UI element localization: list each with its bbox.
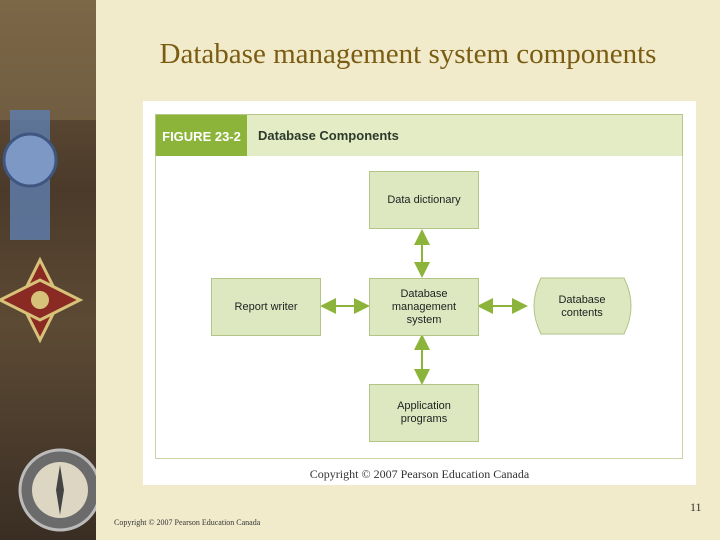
node-database-contents: Database contents [528, 278, 636, 336]
database-contents-shape [533, 277, 632, 335]
node-report-writer: Report writer [211, 278, 321, 336]
node-label: Database management system [391, 287, 457, 326]
figure-panel: FIGURE 23-2 Database Components Data dic… [143, 101, 696, 485]
node-label: Data dictionary [387, 193, 461, 206]
figure-title: Database Components [258, 128, 399, 143]
figure-copyright: Copyright © 2007 Pearson Education Canad… [309, 467, 530, 481]
node-label: Database contents [558, 294, 606, 319]
diagram-area: Data dictionary Database management syst… [155, 156, 683, 459]
footer-copyright: Copyright © 2007 Pearson Education Canad… [114, 518, 261, 527]
figure-number: FIGURE 23-2 [156, 115, 247, 157]
node-application-programs: Application programs [369, 384, 479, 442]
diagram-connectors [320, 229, 632, 385]
slide-title: Database management system components [159, 38, 657, 70]
figure-header: FIGURE 23-2 Database Components [155, 114, 683, 158]
node-dbms: Database management system [369, 278, 479, 336]
node-data-dictionary: Data dictionary [369, 171, 479, 229]
medal-decoration-icon [0, 0, 96, 532]
node-label: Report writer [234, 300, 298, 313]
page-number: 11 [690, 500, 702, 514]
node-label: Application programs [397, 400, 451, 425]
decorative-photo-strip [0, 0, 96, 540]
